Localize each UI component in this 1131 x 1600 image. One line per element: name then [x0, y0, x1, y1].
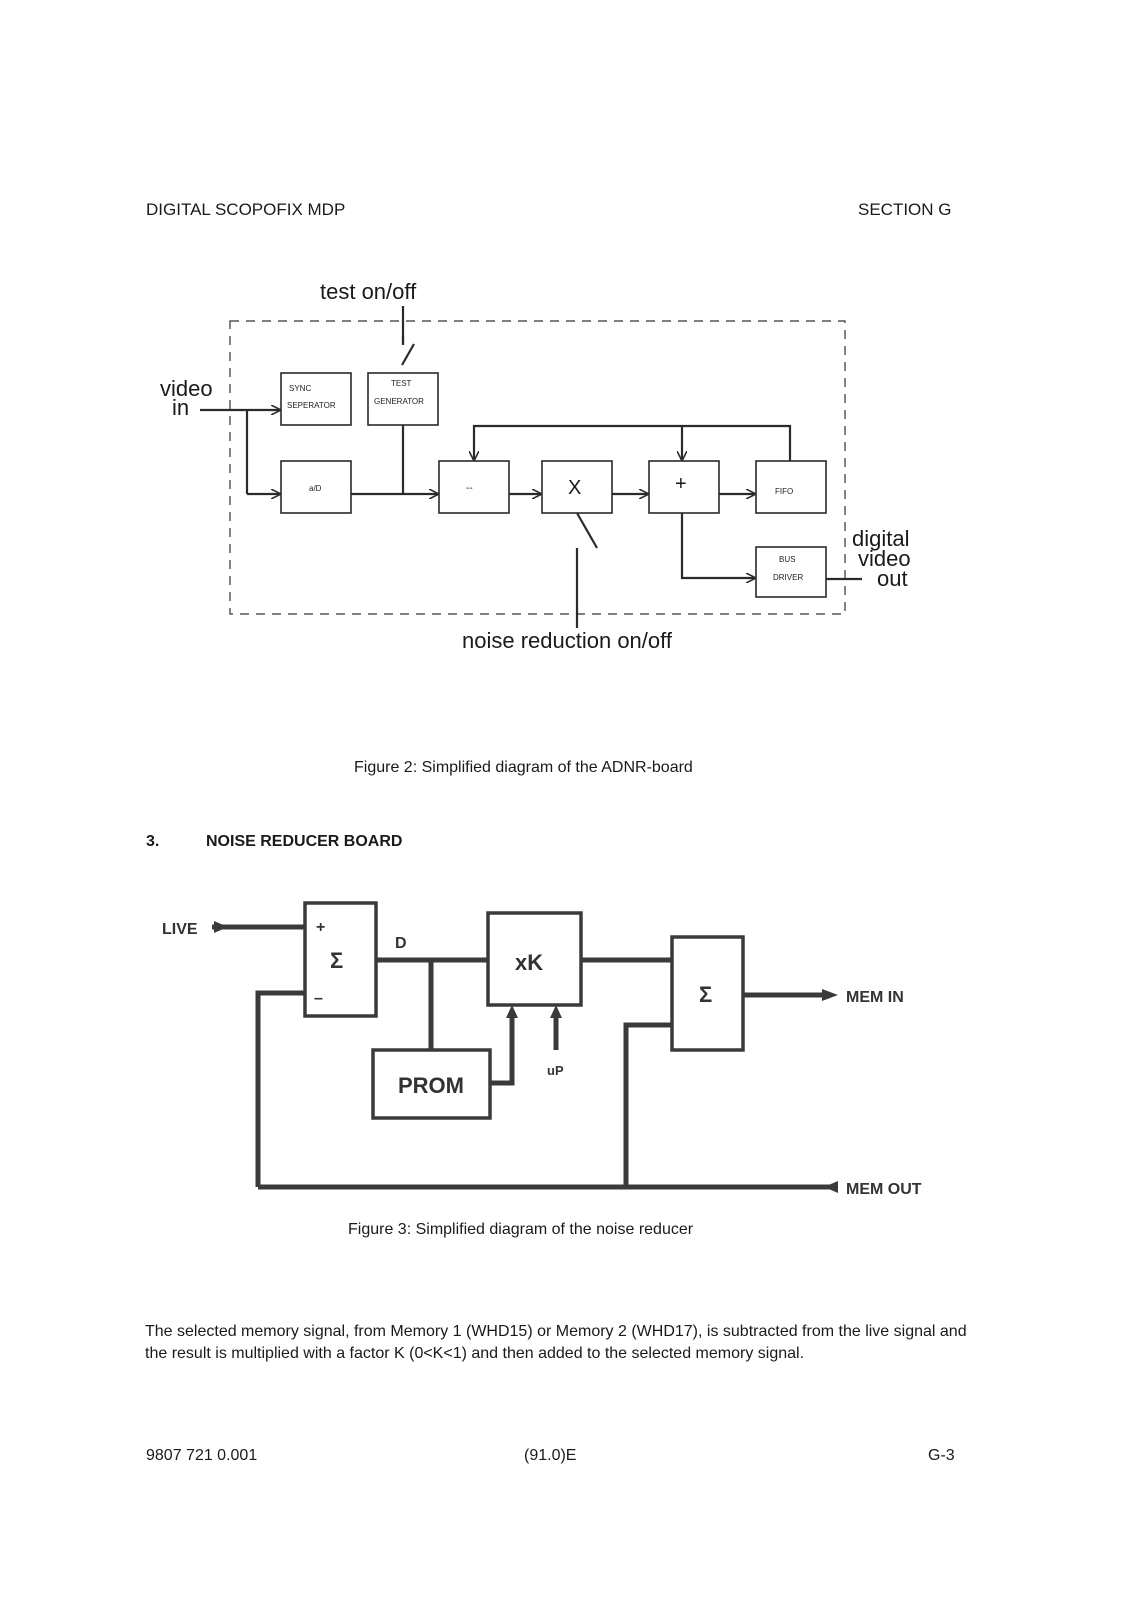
noise-switch — [576, 512, 598, 549]
mem-in-label: MEM IN — [846, 989, 904, 1006]
sigma-2: Σ — [699, 982, 712, 1007]
multiplier-label: X — [568, 477, 581, 499]
sync-label-1: SYNC — [289, 384, 311, 393]
sync-separator-block — [280, 372, 352, 426]
adder-sum-block — [670, 935, 745, 1052]
mem-out-label: MEM OUT — [846, 1181, 922, 1198]
figure-3-caption: Figure 3: Simplified diagram of the nois… — [348, 1221, 694, 1238]
plus-sign: + — [316, 919, 325, 936]
section-title: NOISE REDUCER BOARD — [206, 833, 403, 850]
prom-block — [371, 1048, 492, 1120]
test-switch — [401, 343, 415, 366]
video-in-label-2: in — [172, 395, 189, 420]
section-number: 3. — [146, 833, 160, 850]
sigma-1: Σ — [330, 948, 343, 973]
footer-center: (91.0)E — [524, 1447, 577, 1464]
multiply-k-block — [486, 911, 583, 1007]
testgen-label-2: GENERATOR — [374, 397, 424, 406]
fifo-label: FIFO — [775, 487, 793, 496]
header-right: SECTION G — [858, 200, 952, 219]
figure-3-diagram: LIVE + Σ – D xK PROM uP Σ MEM IN MEM OUT — [162, 901, 922, 1198]
subtractor-block — [438, 460, 510, 514]
digital-out-label-3: out — [877, 566, 908, 591]
adder-block — [648, 460, 720, 514]
video-in-label-1: video — [160, 376, 213, 401]
board-boundary — [229, 320, 846, 615]
header-left: DIGITAL SCOPOFIX MDP — [146, 200, 346, 219]
footer-right: G-3 — [928, 1447, 955, 1464]
test-generator-block — [367, 372, 439, 426]
digital-out-label-2: video — [858, 546, 911, 571]
noise-label: noise reduction on/off — [462, 628, 673, 653]
feedback-line — [474, 424, 792, 461]
bus-label-1: BUS — [779, 555, 795, 564]
body-paragraph: The selected memory signal, from Memory … — [145, 1323, 967, 1362]
d-label: D — [395, 935, 407, 952]
digital-out-label-1: digital — [852, 526, 909, 551]
subtractor-label: -- — [466, 483, 473, 494]
up-label: uP — [547, 1063, 564, 1078]
ad-converter-block — [280, 460, 352, 514]
testgen-label-1: TEST — [391, 379, 412, 388]
bus-label-2: DRIVER — [773, 573, 803, 582]
sync-label-2: SEPERATOR — [287, 401, 336, 410]
figure-2-caption: Figure 2: Simplified diagram of the ADNR… — [354, 759, 693, 776]
prom-label: PROM — [398, 1073, 464, 1098]
figure-2-diagram: test on/off video in SYNC SEPERATOR TEST… — [160, 279, 911, 653]
adder-label: + — [675, 473, 687, 495]
xk-label: xK — [515, 950, 543, 975]
bus-driver-block — [755, 546, 827, 598]
minus-sign: – — [314, 990, 323, 1007]
footer-left: 9807 721 0.001 — [146, 1447, 258, 1464]
ad-label: a/D — [309, 484, 322, 493]
test-label: test on/off — [320, 279, 417, 304]
live-label: LIVE — [162, 921, 198, 938]
